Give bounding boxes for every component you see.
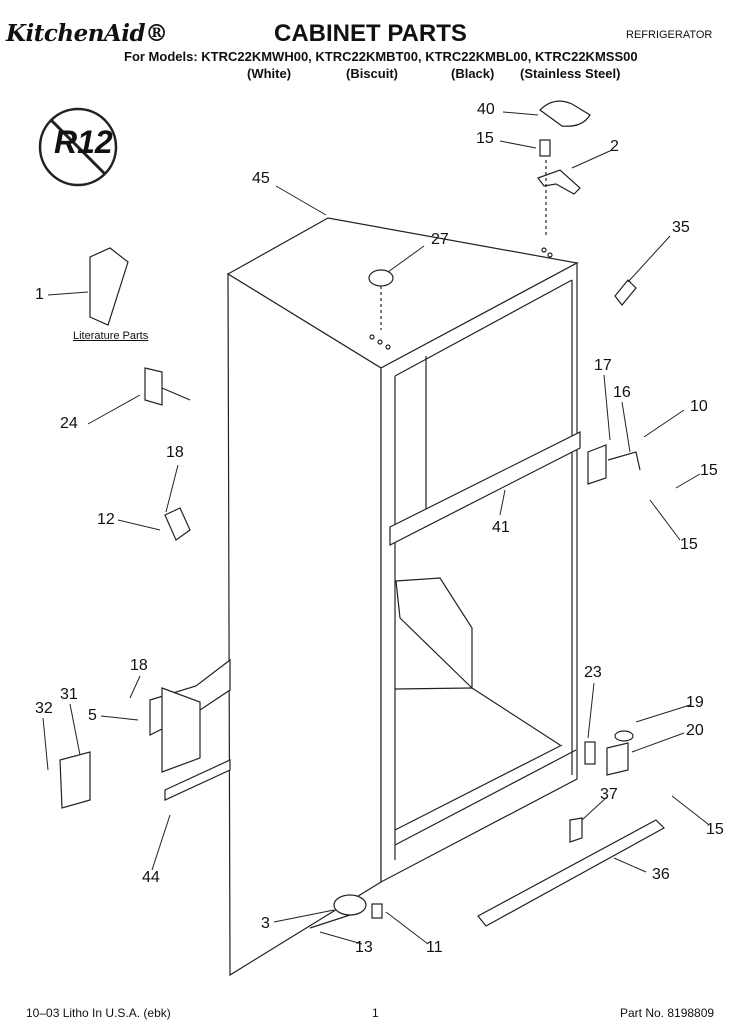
callout-15-c: 15 [680, 536, 698, 553]
cabinet-body [226, 217, 581, 977]
callout-18-b: 18 [130, 657, 148, 674]
callout-19: 19 [686, 694, 704, 711]
literature-parts-label: Literature Parts [73, 330, 149, 342]
callout-3: 3 [261, 915, 270, 932]
callout-16: 16 [613, 384, 631, 401]
callout-20: 20 [686, 722, 704, 739]
models-line: For Models: KTRC22KMWH00, KTRC22KMBT00, … [124, 49, 638, 64]
variant-biscuit: (Biscuit) [346, 66, 398, 81]
callout-37: 37 [600, 786, 618, 803]
callout-1: 1 [35, 286, 44, 303]
callout-17: 17 [594, 357, 612, 374]
literature-booklet [89, 247, 129, 326]
category-label: REFRIGERATOR [626, 29, 713, 41]
page-title: CABINET PARTS [274, 20, 467, 47]
callout-15: 15 [476, 130, 494, 147]
variant-black: (Black) [451, 66, 495, 81]
callout-10: 10 [690, 398, 708, 415]
callout-11: 11 [426, 939, 443, 956]
callout-13: 13 [355, 939, 373, 956]
callout-31: 31 [60, 686, 78, 703]
callout-18: 18 [166, 444, 184, 461]
page-number: 1 [372, 1006, 379, 1020]
callout-24: 24 [60, 415, 78, 432]
part-number: Part No. 8198809 [620, 1006, 715, 1020]
callout-40: 40 [477, 101, 495, 118]
callout-45: 45 [252, 170, 270, 187]
variant-stainless: (Stainless Steel) [520, 66, 621, 81]
callout-32: 32 [35, 700, 53, 717]
no-r12-badge [38, 107, 118, 187]
callout-2: 2 [610, 138, 619, 155]
callout-5: 5 [88, 707, 97, 724]
brand-logo: KitchenAid® [6, 20, 168, 47]
callout-15-d: 15 [706, 821, 724, 838]
callout-27: 27 [431, 231, 449, 248]
callout-15-b: 15 [700, 462, 718, 479]
callout-44: 44 [142, 869, 160, 886]
callout-23: 23 [584, 664, 602, 681]
callout-35: 35 [672, 219, 690, 236]
footer-print-info: 10–03 Litho In U.S.A. (ebk) [26, 1006, 171, 1020]
variant-white: (White) [247, 66, 292, 81]
callout-36: 36 [652, 866, 670, 883]
callout-12: 12 [97, 511, 115, 528]
r12-badge-text: R12 [54, 124, 113, 160]
callout-41: 41 [492, 519, 510, 536]
